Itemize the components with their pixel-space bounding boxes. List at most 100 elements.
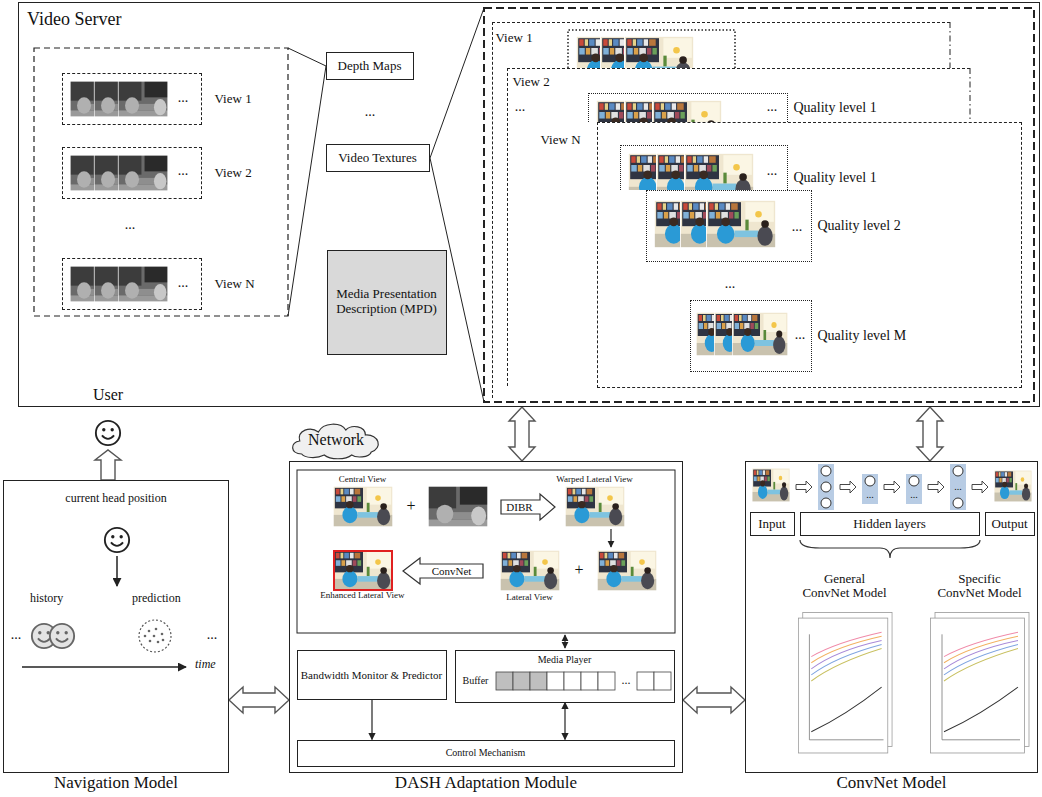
process-box: Bandwidth Monitor & Predictor xyxy=(297,650,447,700)
bracket-line xyxy=(430,8,484,158)
node-text: Input xyxy=(751,516,794,531)
view-image-box: Lateral View xyxy=(500,550,560,591)
group-outline xyxy=(34,48,288,316)
node-text: Output xyxy=(986,516,1034,531)
depth-thumbnail xyxy=(118,266,168,302)
result-chart xyxy=(931,613,1030,753)
brace xyxy=(800,540,980,558)
node-text: Warped Lateral View xyxy=(525,474,665,484)
quality-box: Quality level 1 xyxy=(620,145,788,190)
node-text: Quality level 2 xyxy=(818,217,901,233)
texture-thumbnails xyxy=(628,153,754,190)
module-box: current head positionhistorypredictionti… xyxy=(3,480,229,773)
node-text: DASH Adaptation Module xyxy=(230,774,742,792)
view-image xyxy=(597,550,657,591)
module-box: ConvNet ModelInputHidden layersOutputGen… xyxy=(745,461,1038,773)
block-arrow xyxy=(229,687,289,713)
node-text: View 2 xyxy=(513,75,550,90)
node-text: Media Presentation Description (MPD) xyxy=(328,287,446,317)
quality-box: Quality level 2 xyxy=(646,190,812,262)
process-box: Media PlayerBuffer xyxy=(455,650,675,703)
label-text: + xyxy=(406,498,415,514)
head-face xyxy=(105,528,129,552)
buffer-cells xyxy=(496,672,671,690)
node-text: prediction xyxy=(132,592,181,606)
node-text: Central View xyxy=(293,474,433,484)
node-text: Video Textures xyxy=(327,150,429,165)
label-text: ... xyxy=(792,220,803,234)
node-text: ConvNet Model xyxy=(686,774,1042,792)
texture-thumbnails xyxy=(576,36,694,68)
view-image xyxy=(333,550,393,591)
node-text: DIBR xyxy=(500,500,556,513)
label-text: + xyxy=(574,562,583,578)
layer-label-box: Input xyxy=(750,512,795,536)
label-text: ... xyxy=(954,482,962,492)
node-text: Bandwidth Monitor & Predictor xyxy=(298,668,446,681)
process-box: Control Mechanism xyxy=(297,740,675,767)
depth-map-group xyxy=(34,48,326,316)
view-image xyxy=(333,486,393,527)
stream-box: Depth Maps xyxy=(326,52,414,80)
node-text: Depth Maps xyxy=(327,58,413,73)
depth-thumbnail xyxy=(118,155,168,191)
dash-illustration xyxy=(297,470,675,690)
layer-arrows xyxy=(796,481,988,493)
flow-arrow xyxy=(610,529,611,547)
module-box: DASH Adaptation ModuleCentral ViewDIBRWa… xyxy=(289,461,683,773)
user-icon: User xyxy=(80,386,136,450)
server-panel: Video ServerView 1View 2View NDepth Maps… xyxy=(18,2,1040,407)
depth-image xyxy=(428,486,488,527)
block-arrow xyxy=(509,407,535,461)
node-text: Enhanced Lateral View xyxy=(275,591,451,600)
label-text: ... xyxy=(178,91,189,105)
output-image xyxy=(994,470,1032,502)
process-arrow: DIBR xyxy=(500,493,556,521)
block-arrow xyxy=(917,407,943,461)
label-text: ... xyxy=(365,105,376,119)
model-chart: General ConvNet Model xyxy=(795,572,895,760)
label-text: ... xyxy=(515,100,526,114)
node-text: Control Mechanism xyxy=(298,747,674,759)
node-text: View 1 xyxy=(496,31,533,46)
texture-thumbnails xyxy=(654,200,788,356)
flow-arrow xyxy=(564,635,565,648)
label-text: ... xyxy=(125,218,136,232)
label-text: ... xyxy=(725,277,736,291)
node-text: Buffer xyxy=(463,675,489,687)
block-arrow xyxy=(683,687,745,713)
label-text: ... xyxy=(767,164,778,178)
label-text: ... xyxy=(767,100,778,114)
view-image xyxy=(565,486,625,527)
layer-label-box: Output xyxy=(985,512,1035,536)
history-face xyxy=(50,624,74,648)
result-chart xyxy=(798,613,892,753)
node-text: Quality level M xyxy=(818,327,907,343)
node-text: User xyxy=(80,386,136,404)
layer-label-box: Hidden layers xyxy=(800,512,980,536)
node-text: history xyxy=(30,592,63,606)
layer-columns xyxy=(818,464,966,510)
neurons xyxy=(821,466,963,508)
texture-group xyxy=(430,8,1034,402)
node-text: General ConvNet Model xyxy=(795,572,895,602)
prediction-cloud xyxy=(139,620,171,652)
label-text: ... xyxy=(866,490,874,500)
flow-arrow xyxy=(116,556,118,586)
label-text: ... xyxy=(622,674,631,686)
node-text: Media Player xyxy=(456,654,674,666)
user-face xyxy=(96,421,120,445)
bracket-line xyxy=(288,48,326,66)
node-text: View 1 xyxy=(215,91,252,106)
connector-arrow xyxy=(564,703,565,740)
node-text: Navigation Model xyxy=(0,774,288,792)
label-text: ... xyxy=(795,328,806,342)
node-text: Hidden layers xyxy=(801,516,979,531)
label-text: ... xyxy=(178,276,189,290)
quality-box: Quality level M xyxy=(690,300,812,372)
view-panel: View NQuality level 1Quality level 2Qual… xyxy=(597,122,1022,388)
label-text: ... xyxy=(178,164,189,178)
